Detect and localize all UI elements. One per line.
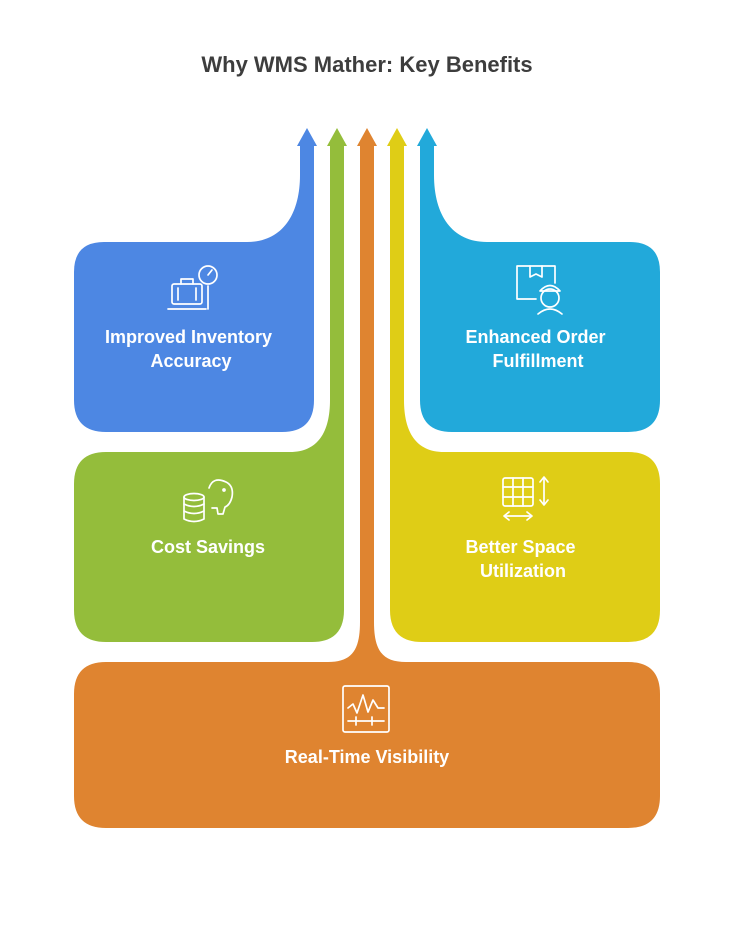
diagram-title: Why WMS Mather: Key Benefits [201, 52, 533, 77]
benefit-inventory: Improved Inventory Accuracy [74, 128, 317, 432]
benefit-inventory-line-2: Accuracy [150, 351, 231, 371]
benefit-fulfillment: Enhanced Order Fulfillment [417, 128, 660, 432]
benefit-visibility-label: Real-Time Visibility [285, 747, 449, 767]
benefit-cost-label: Cost Savings [151, 537, 265, 557]
grid-resize-icon [502, 476, 549, 521]
benefit-fulfillment-line-1: Enhanced Order [465, 327, 605, 347]
benefit-fulfillment-line-2: Fulfillment [493, 351, 584, 371]
arrow-inventory [74, 128, 317, 432]
benefit-visibility: Real-Time Visibility [74, 128, 660, 828]
monitor-pulse-icon [342, 685, 390, 733]
package-worker-icon [516, 265, 563, 315]
arrow-visibility [74, 128, 660, 828]
benefit-space-line-1: Better Space [465, 537, 575, 557]
benefit-space-line-2: Utilization [480, 561, 566, 581]
benefit-space: Better Space Utilization [387, 128, 660, 642]
benefit-cost: Cost Savings [74, 128, 347, 642]
inventory-scale-icon [167, 265, 218, 310]
arrow-fulfillment [417, 128, 660, 432]
benefit-inventory-line-1: Improved Inventory [105, 327, 272, 347]
arrow-space [387, 128, 660, 642]
benefit-space-label: Better Space Utilization [465, 537, 580, 581]
arrow-cost [74, 128, 347, 642]
benefit-inventory-label: Improved Inventory Accuracy [105, 327, 277, 371]
coins-piggy-bank-icon [183, 479, 234, 523]
benefit-fulfillment-label: Enhanced Order Fulfillment [465, 327, 610, 371]
